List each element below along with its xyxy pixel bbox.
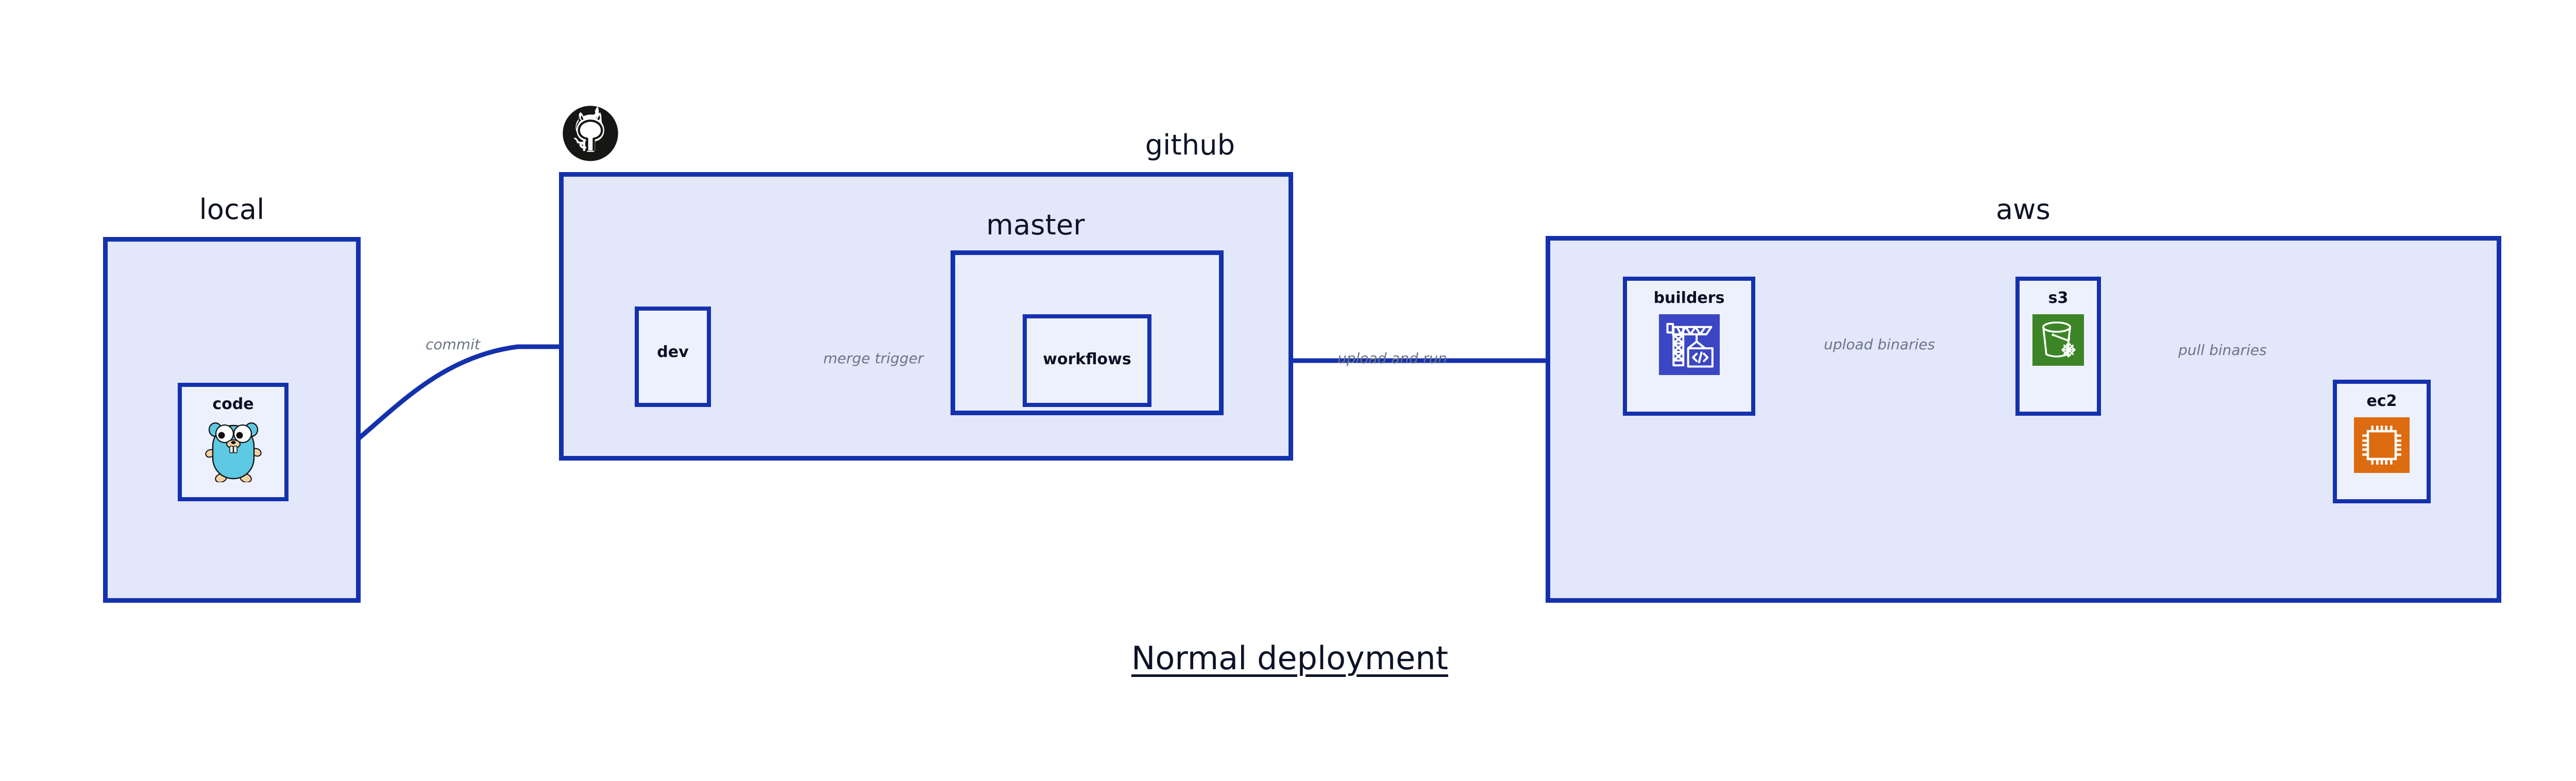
edge-label-commit: commit xyxy=(426,336,480,353)
s3-bucket-icon xyxy=(2032,314,2084,366)
crane-code-icon xyxy=(1658,314,1720,375)
node-builders-label: builders xyxy=(1653,289,1725,307)
group-label-local: local xyxy=(199,193,265,226)
diagram-caption: Normal deployment xyxy=(1131,639,1448,677)
cpu-chip-icon xyxy=(2354,417,2410,473)
node-dev[interactable]: dev xyxy=(635,307,711,407)
edge-label-merge-trigger: merge trigger xyxy=(823,350,924,367)
node-s3-label: s3 xyxy=(2048,289,2069,307)
group-label-github: github xyxy=(1145,129,1235,161)
edge-label-upload-binaries: upload binaries xyxy=(1824,336,1935,353)
node-code[interactable]: code xyxy=(178,383,289,501)
group-label-aws: aws xyxy=(1996,193,2050,226)
github-octocat-icon xyxy=(559,102,622,165)
node-workflows-label: workflows xyxy=(1043,350,1131,368)
node-s3[interactable]: s3 xyxy=(2015,277,2101,416)
edge-label-upload-and-run: upload and run xyxy=(1337,350,1447,367)
node-dev-label: dev xyxy=(657,343,689,361)
node-code-label: code xyxy=(212,395,254,413)
node-ec2-label: ec2 xyxy=(2366,392,2397,410)
group-label-master: master xyxy=(986,209,1085,241)
edge-label-pull-binaries: pull binaries xyxy=(2178,342,2267,359)
node-workflows[interactable]: workflows xyxy=(1023,314,1151,407)
node-builders[interactable]: builders xyxy=(1623,277,1755,416)
go-gopher-icon xyxy=(204,420,263,483)
node-ec2[interactable]: ec2 xyxy=(2333,380,2431,503)
